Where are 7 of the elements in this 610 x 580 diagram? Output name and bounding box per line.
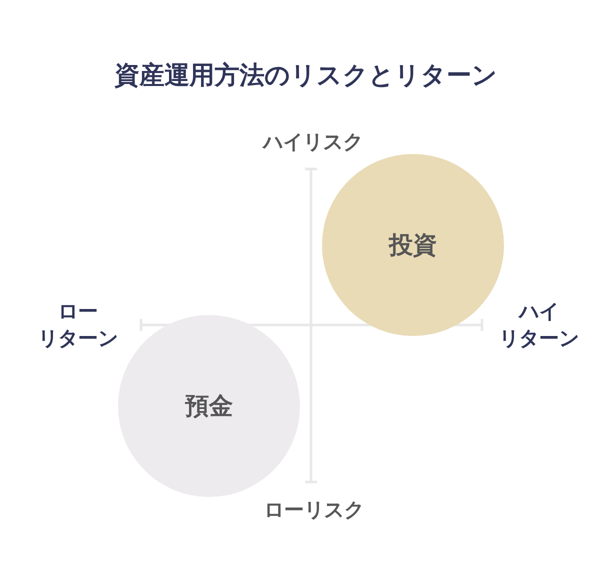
- axis-label: ハイリスク: [263, 128, 363, 156]
- bubble-label: 預金: [185, 391, 233, 422]
- chart-title: 資産運用方法のリスクとリターン: [114, 60, 498, 92]
- axis-label: ローリターン: [38, 298, 118, 352]
- bubble-label: 投資: [389, 230, 437, 261]
- axis-label: ローリスク: [264, 496, 364, 524]
- axis-label: ハイリターン: [499, 298, 579, 352]
